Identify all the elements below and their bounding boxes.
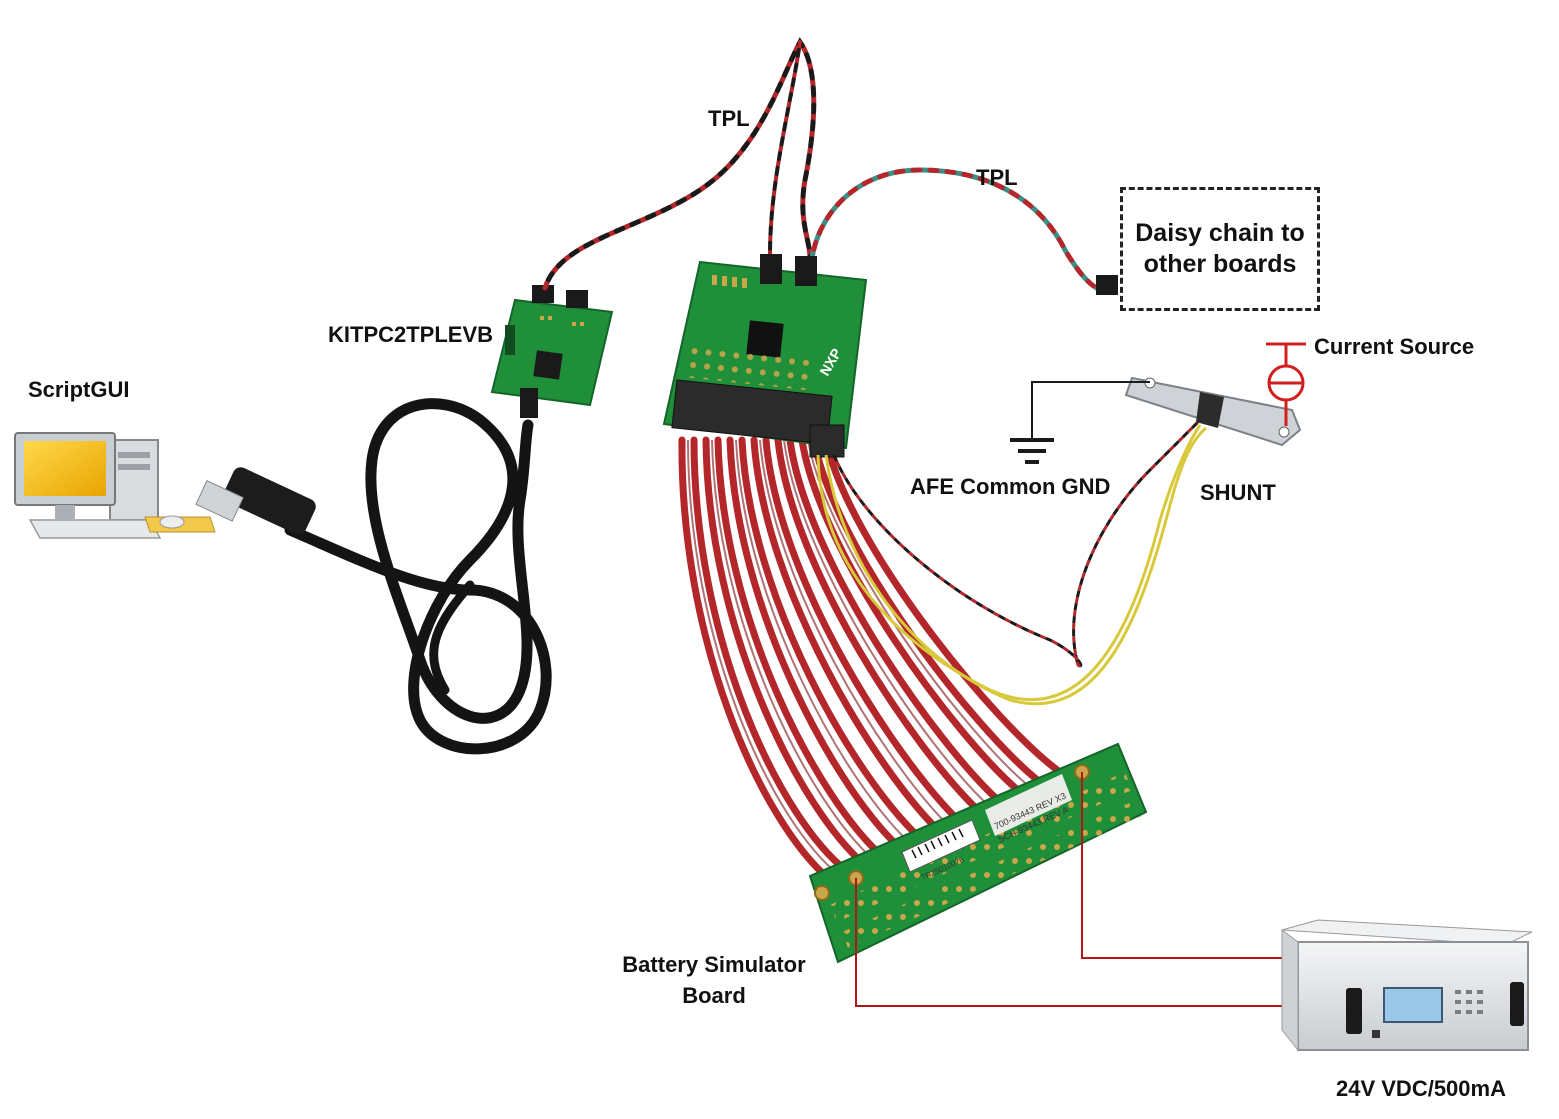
label-shunt: SHUNT (1200, 480, 1276, 505)
daisy-chain-box: Daisy chain to other boards (1120, 187, 1320, 311)
power-supply (1281, 919, 1533, 1052)
kitpc2tplevb-board (490, 285, 614, 418)
daisy-chain-line1: Daisy chain to (1135, 218, 1305, 247)
label-afe-common-gnd: AFE Common GND (910, 474, 1111, 499)
computer-icon (14, 432, 216, 539)
label-tpl-upper: TPL (708, 106, 750, 131)
tpl-cable-right (809, 167, 1118, 295)
power-connection-lines (855, 772, 1310, 1007)
ground-wire (1031, 381, 1150, 438)
daisy-chain-line2: other boards (1143, 250, 1297, 278)
ground-symbol-icon (1010, 438, 1054, 464)
battery-simulator-board: 700-93443 REV X3 SCH-93443 REV A TR25010… (808, 742, 1148, 964)
usb-plug-icon (195, 467, 316, 535)
current-source-symbol-icon (1266, 342, 1306, 426)
shunt-resistor (1124, 376, 1302, 447)
ribbon-cable-shading (687, 439, 1031, 877)
shunt-sense-wires-twisted (832, 418, 1202, 668)
label-battery-line2: Board (682, 983, 746, 1009)
label-kitpc2tplevb: KITPC2TPLEVB (328, 322, 494, 347)
afe-board: NXP (662, 254, 868, 458)
label-power-supply: 24V VDC/500mA (1336, 1076, 1506, 1101)
tpl-cable-upper (542, 37, 817, 291)
label-battery-line1: Battery Simulator (622, 952, 806, 977)
label-tpl-right: TPL (976, 165, 1018, 190)
label-battery-simulator-board: Battery Simulator Board (614, 952, 814, 1009)
label-current-source: Current Source (1314, 334, 1475, 359)
label-scriptgui: ScriptGUI (28, 377, 130, 402)
usb-cable (284, 398, 552, 755)
shunt-sense-wires-yellow (816, 424, 1207, 706)
